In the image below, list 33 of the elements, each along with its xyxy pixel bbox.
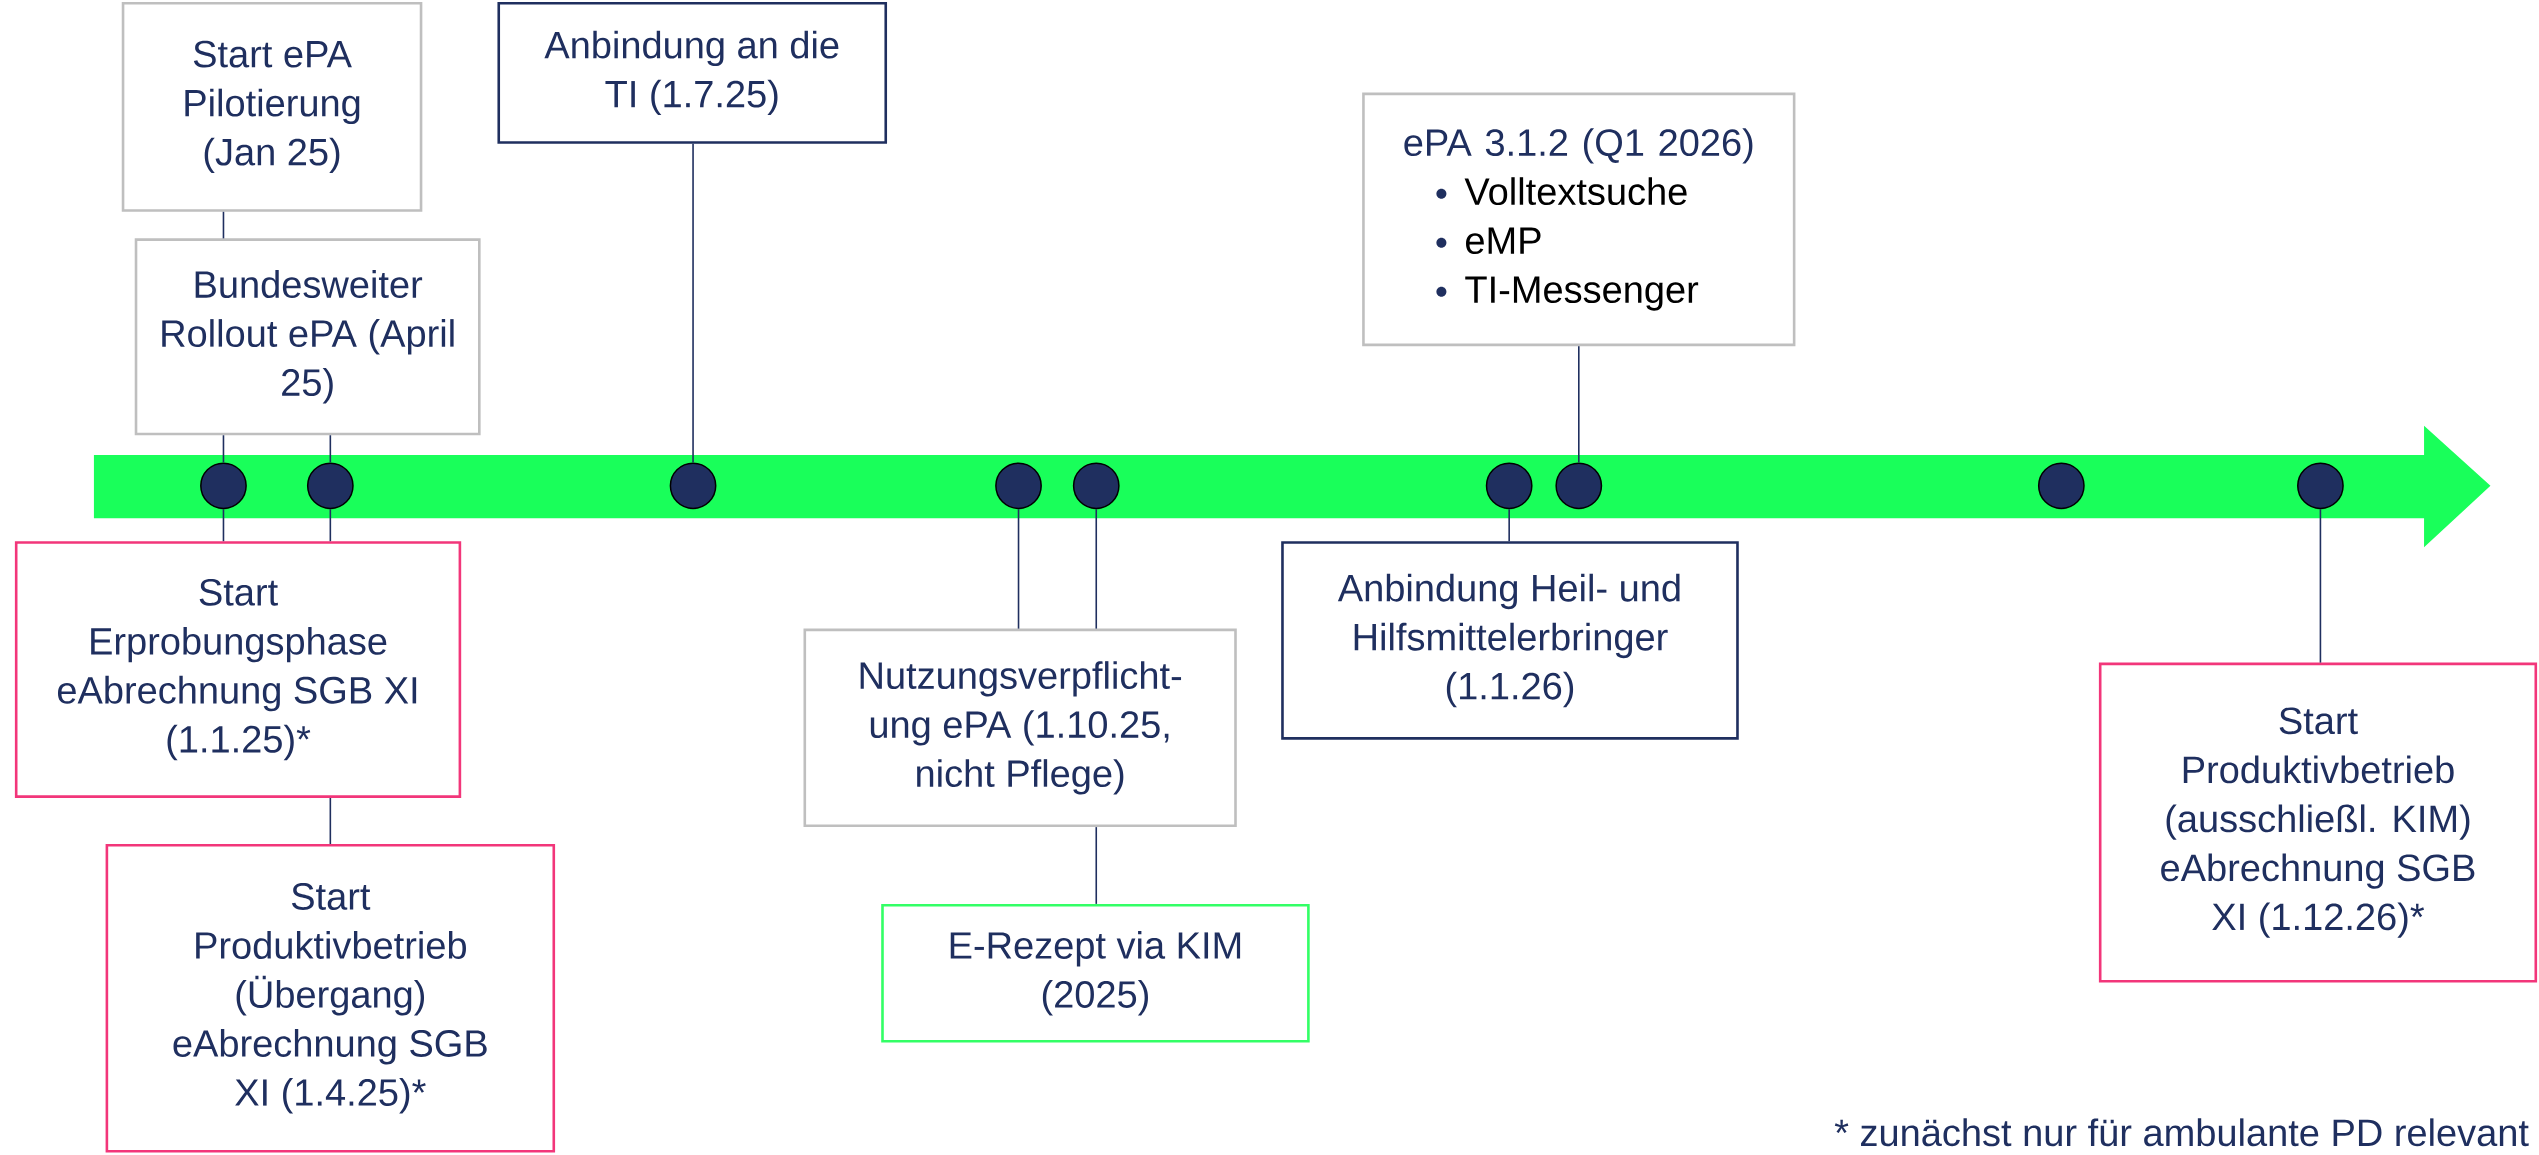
connector-line — [222, 211, 225, 240]
connector-line — [1095, 826, 1098, 905]
connector-line — [2319, 508, 2322, 664]
connector-line — [329, 797, 332, 845]
connector-line — [1095, 508, 1098, 630]
connector-line — [222, 508, 225, 543]
milestone-box: E-Rezept via KIM (2025) — [881, 904, 1310, 1043]
timeline-dot — [1072, 462, 1120, 510]
connector-line — [1017, 508, 1020, 630]
timeline-dot — [1555, 462, 1603, 510]
timeline-dot — [995, 462, 1042, 510]
timeline-dot — [669, 462, 717, 510]
connector-line — [1578, 345, 1580, 464]
connector-line — [692, 143, 694, 464]
footnote: * zunächst nur für ambulante PD relevant — [1834, 1118, 2529, 1147]
connector-line — [222, 434, 225, 464]
milestone-box: Anbindung an die TI (1.7.25) — [497, 2, 888, 145]
timeline-dot — [2037, 462, 2085, 510]
timeline-dot — [2297, 462, 2344, 510]
milestone-box: ePA 3.1.2 (Q1 2026) Volltextsuche eMP TI-Messenger — [1362, 92, 1796, 347]
timeline-dot — [200, 462, 247, 510]
milestone-box: Nutzungsverpflicht- ung ePA (1.10.25, nicht Pflege) — [803, 628, 1237, 828]
connector-line — [329, 434, 332, 464]
milestone-box: Start Produktivbetrieb (ausschließl. KIM) eAbrechnung SGB XI (1.12.26)* — [2098, 662, 2538, 983]
milestone-box: Start Produktivbetrieb (Übergang) eAbrechnung SGB XI (1.4.25)* — [105, 844, 556, 1153]
milestone-box: Bundesweiter Rollout ePA (April 25) — [134, 238, 481, 436]
timeline-dot — [1485, 462, 1533, 510]
milestone-box: Anbindung Heil- und Hilfsmittelerbringer (1.1.26) — [1281, 541, 1739, 740]
timeline-dot — [306, 462, 354, 510]
milestone-box: Start ePA Pilotierung (Jan 25) — [121, 2, 423, 213]
connector-line — [1508, 508, 1510, 543]
connector-line — [329, 508, 332, 543]
milestone-box: Start Erprobungsphase eAbrechnung SGB XI (1.1.25)* — [14, 541, 462, 799]
